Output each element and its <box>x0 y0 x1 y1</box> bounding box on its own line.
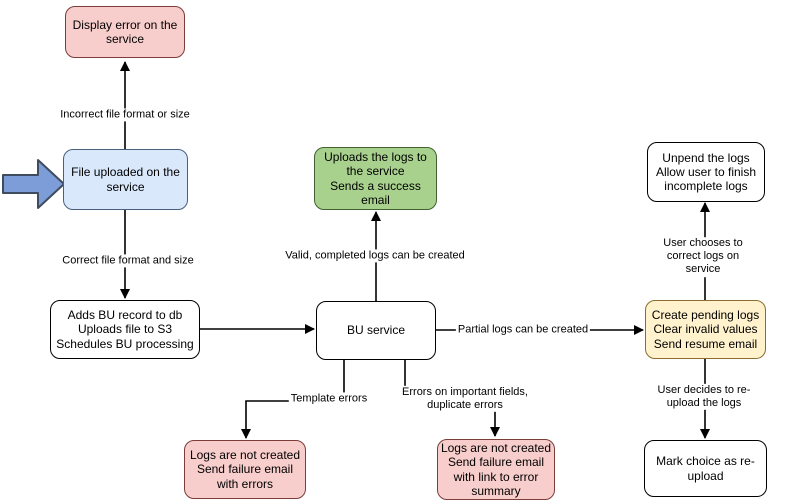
node-file-uploaded: File uploaded on the service <box>63 149 188 210</box>
node-logs-failure-errors: Logs are not created Send failure email … <box>184 440 306 499</box>
node-adds-bu-record: Adds BU record to db Uploads file to S3 … <box>50 300 200 359</box>
edge-label-user-chooses: User chooses to correct logs on service <box>654 237 752 277</box>
node-create-pending-logs: Create pending logs Clear invalid values… <box>645 300 766 359</box>
node-unpend-logs: Unpend the logs Allow user to finish inc… <box>647 142 765 202</box>
node-mark-reupload: Mark choice as re- upload <box>644 440 767 497</box>
edge-label-user-decides: User decides to re-upload the logs <box>655 383 753 411</box>
edge-label-valid-logs: Valid, completed logs can be created <box>283 249 467 263</box>
edge-label-important-fields: Errors on important fields, duplicate er… <box>400 385 530 413</box>
edge-label-template-errors: Template errors <box>288 392 370 406</box>
node-logs-failure-summary: Logs are not created Send failure email … <box>437 439 555 500</box>
node-display-error: Display error on the service <box>65 6 185 58</box>
edge-label-incorrect-format: Incorrect file format or size <box>58 108 192 122</box>
node-bu-service: BU service <box>316 301 436 360</box>
edge-label-correct-format: Correct file format and size <box>60 254 196 268</box>
edge-label-partial-logs: Partial logs can be created <box>455 323 591 337</box>
input-arrow-icon <box>2 159 65 209</box>
node-uploads-logs-success: Uploads the logs to the service Sends a … <box>314 147 437 210</box>
